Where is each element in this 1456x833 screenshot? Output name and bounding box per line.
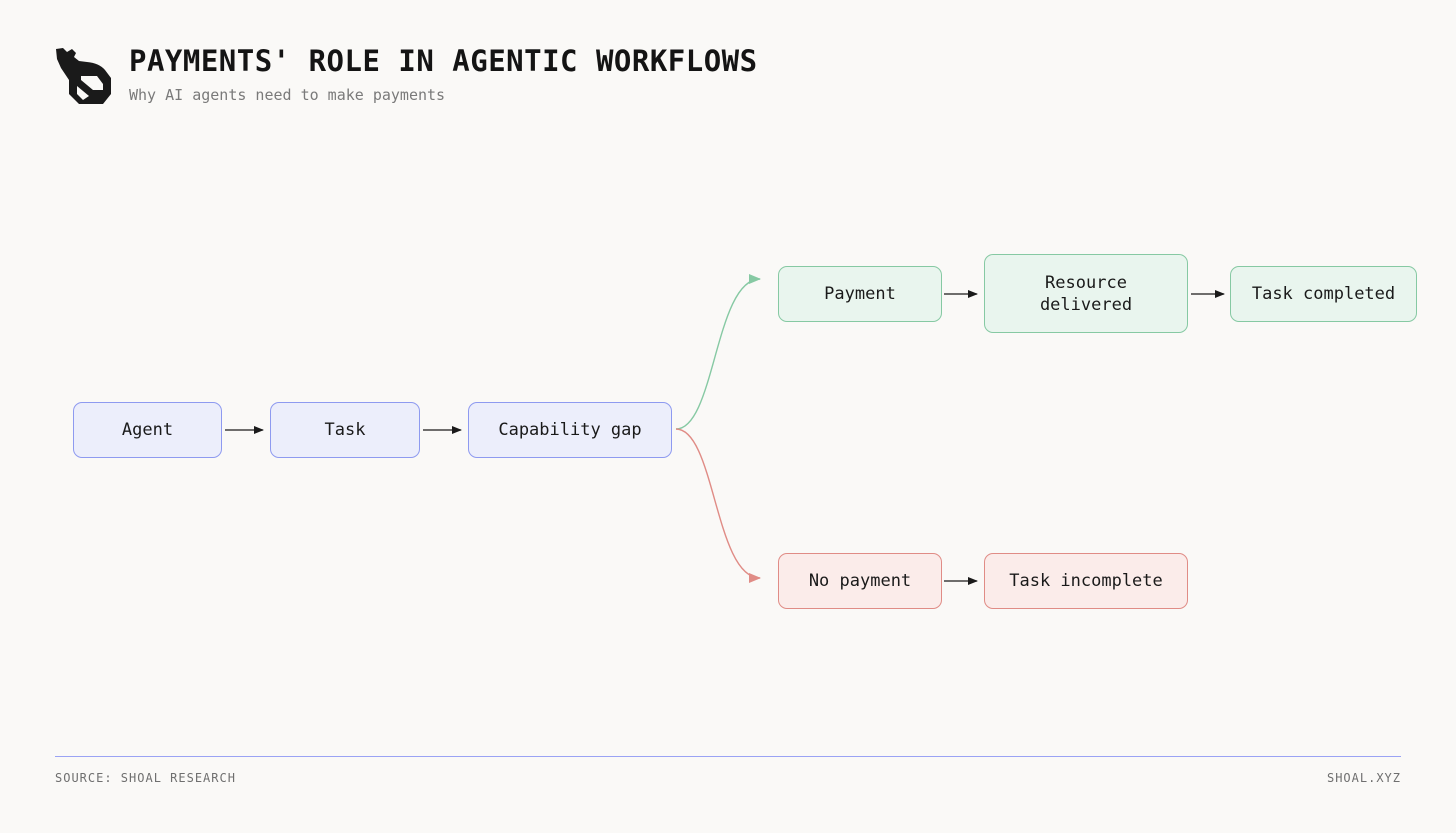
shoal-fish-logo-icon	[56, 48, 111, 104]
branch-arrow-no-payment	[675, 428, 761, 583]
node-agent: Agent	[73, 402, 222, 458]
page-title: PAYMENTS' ROLE IN AGENTIC WORKFLOWS	[129, 44, 758, 78]
node-resource-delivered: Resource delivered	[984, 254, 1188, 333]
node-task-completed: Task completed	[1230, 266, 1417, 322]
page-subtitle: Why AI agents need to make payments	[129, 86, 446, 104]
footer-divider	[55, 756, 1401, 758]
node-task-incomplete: Task incomplete	[984, 553, 1188, 609]
node-capability-gap: Capability gap	[468, 402, 672, 458]
node-no-payment: No payment	[778, 553, 942, 609]
footer-source: SOURCE: SHOAL RESEARCH	[55, 771, 236, 785]
footer-site-link[interactable]: SHOAL.XYZ	[1326, 771, 1401, 785]
node-task: Task	[270, 402, 420, 458]
node-payment: Payment	[778, 266, 942, 322]
branch-arrow-payment	[675, 274, 761, 430]
